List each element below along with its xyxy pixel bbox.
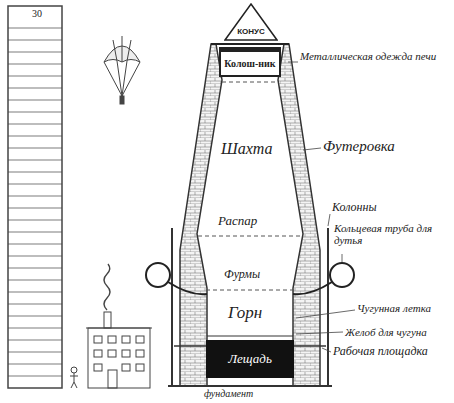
- cone-triangle: КОНУС: [224, 3, 278, 41]
- zone-name: Шахта: [221, 140, 283, 158]
- node-text: КОНУС: [224, 28, 278, 37]
- zone-name: Фурмы: [224, 268, 278, 281]
- person-figure: [70, 367, 78, 388]
- part-name: Чугунная летка: [357, 302, 451, 314]
- part-name: Колонны: [332, 201, 442, 214]
- part-name: Кольцевая труба для дутья: [334, 222, 450, 246]
- node-text: Колош-ник: [224, 58, 276, 69]
- skyscraper: [8, 6, 62, 388]
- furnace-lining: [180, 44, 320, 386]
- floor-number: 30: [24, 8, 50, 19]
- hearth-bottom-box: Лещадь: [206, 340, 294, 378]
- part-name: Рабочая площадка: [333, 345, 451, 358]
- node-text: Лещадь: [209, 352, 291, 366]
- small-house: [86, 264, 152, 388]
- throat-box: Колош-ник: [219, 47, 281, 77]
- zone-name: Горн: [228, 304, 276, 323]
- zone-lines: [198, 82, 302, 290]
- ring-pipe: [146, 263, 354, 294]
- zone-name: Распар: [218, 214, 284, 228]
- hearth-line: [207, 336, 293, 337]
- columns: [172, 228, 328, 386]
- metal-casing: [211, 43, 289, 45]
- parachute: [104, 36, 140, 104]
- part-name: фундамент: [204, 388, 294, 399]
- part-name: Футеровка: [323, 138, 449, 155]
- part-name: Металлическая одежда печи: [300, 50, 450, 62]
- foundation-line: [168, 385, 332, 387]
- part-name: Желоб для чугуна: [345, 326, 451, 338]
